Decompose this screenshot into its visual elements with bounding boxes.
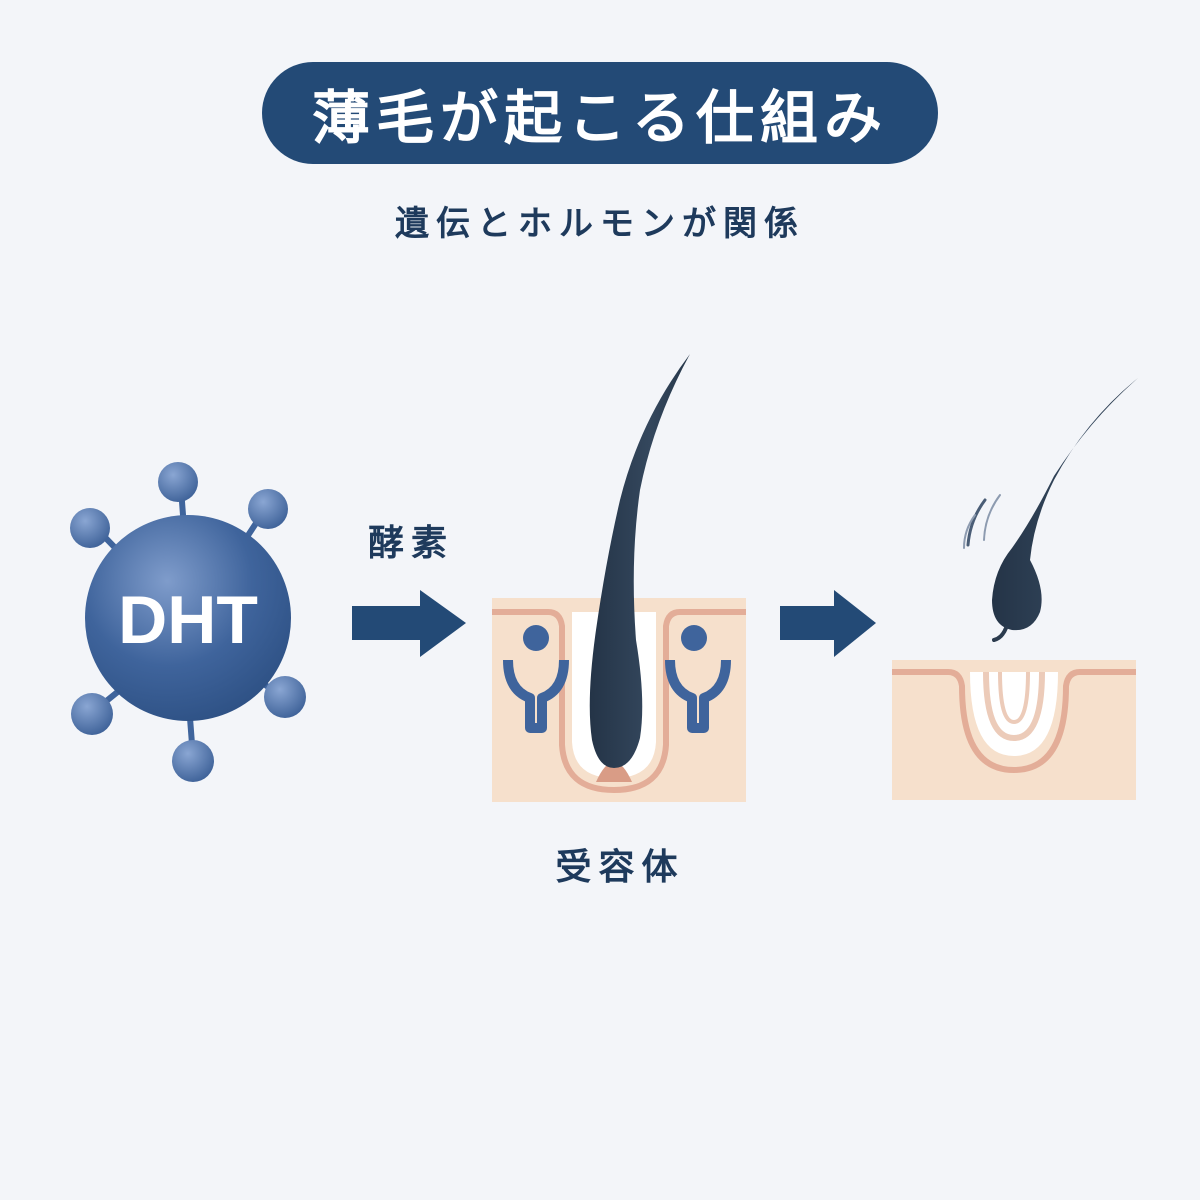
receptor-icon bbox=[665, 659, 731, 733]
motion-line bbox=[966, 498, 987, 547]
arrow-right-icon bbox=[352, 590, 466, 657]
miniaturized-follicle bbox=[892, 378, 1138, 800]
molecule-atom bbox=[248, 489, 288, 529]
page-subtitle: 遺伝とホルモンが関係 bbox=[395, 204, 805, 244]
motion-line bbox=[963, 514, 976, 549]
molecule-label: DHT bbox=[118, 582, 258, 658]
hair-root bbox=[992, 626, 1008, 642]
bound-dht-icon bbox=[681, 625, 707, 651]
molecule-core bbox=[85, 515, 291, 721]
shrunken-follicle bbox=[983, 671, 1045, 742]
shrunken-follicle bbox=[998, 671, 1030, 725]
enzyme-label: 酵素 bbox=[368, 523, 455, 564]
dht-molecule: DHT bbox=[70, 462, 306, 782]
molecule-atom bbox=[172, 740, 214, 782]
bound-dht-icon bbox=[523, 625, 549, 651]
hair-strand bbox=[589, 354, 690, 768]
molecule-atom bbox=[70, 508, 110, 548]
page-title: 薄毛が起こる仕組み bbox=[311, 84, 888, 152]
motion-line bbox=[983, 494, 1001, 541]
receptor-icon bbox=[503, 659, 569, 733]
follicle-pocket bbox=[970, 672, 1058, 756]
follicle-with-receptors bbox=[492, 354, 746, 802]
molecule-atom bbox=[158, 462, 198, 502]
title-banner: 薄毛が起こる仕組み bbox=[262, 62, 938, 164]
skin-edge bbox=[492, 609, 746, 794]
molecule-atom bbox=[71, 693, 113, 735]
receptor-label: 受容体 bbox=[555, 847, 685, 888]
dermal-papilla bbox=[596, 762, 632, 782]
arrow-right-icon bbox=[780, 590, 876, 657]
falling-hair bbox=[992, 378, 1138, 631]
skin-edge bbox=[892, 669, 1136, 774]
molecule-atom bbox=[264, 676, 306, 718]
